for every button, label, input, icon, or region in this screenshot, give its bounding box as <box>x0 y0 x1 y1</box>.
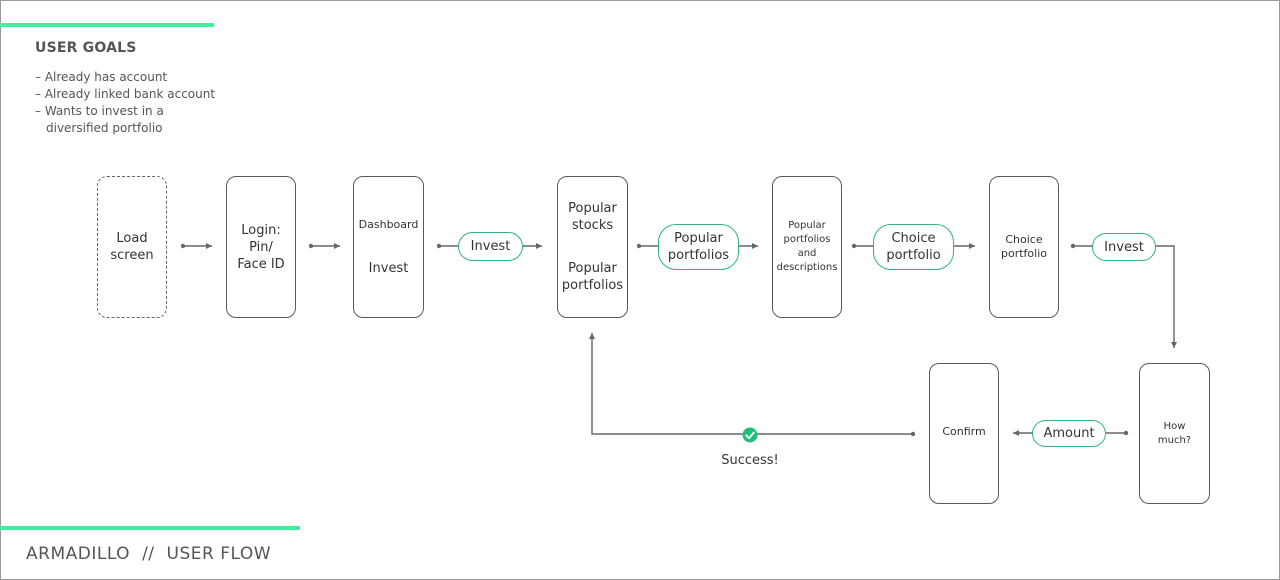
screen-label: screen <box>110 248 154 263</box>
screen-choice-portfolio: Choice portfolio <box>989 176 1059 318</box>
screen-label: and <box>797 248 817 259</box>
screen-label: Face ID <box>237 256 285 272</box>
action-label: Popular <box>674 231 723 246</box>
screen-label: Load <box>116 231 148 246</box>
footer-subtitle: USER FLOW <box>166 544 272 564</box>
screen-label: much? <box>1157 434 1192 446</box>
user-goal-item: – Already linked bank account <box>35 87 216 101</box>
connector-confirm-to-popular <box>589 333 913 435</box>
screen-label: Choice <box>1005 233 1043 246</box>
connector-dot <box>308 243 314 249</box>
user-goals-title: USER GOALS <box>35 40 137 56</box>
top-accent-bar <box>0 23 214 27</box>
action-popular-portfolios-pill: Popular portfolios <box>658 224 739 270</box>
user-goal-item: – Already has account <box>35 70 168 84</box>
success-label: Success! <box>721 453 779 468</box>
action-invest-pill: Invest <box>1092 233 1156 261</box>
bottom-accent-bar <box>0 526 300 530</box>
connector-dot <box>436 243 442 249</box>
screen-label: How <box>1163 420 1186 432</box>
footer-separator: // <box>142 544 155 564</box>
screen-dashboard: Dashboard Invest <box>353 176 424 318</box>
screen-how-much: How much? <box>1139 363 1210 504</box>
action-label: Amount <box>1043 426 1095 441</box>
connector-dot <box>1123 430 1129 436</box>
screen-label: Confirm <box>942 425 986 438</box>
footer-title: ARMADILLO // USER FLOW <box>26 544 271 564</box>
screen-login: Login: Pin/ Face ID <box>226 176 296 318</box>
action-choice-portfolio-pill: Choice portfolio <box>873 224 954 270</box>
brand-name: ARMADILLO <box>26 544 131 564</box>
screen-label: portfolio <box>1001 247 1047 260</box>
screen-load: Load screen <box>97 176 167 318</box>
user-goal-item: diversified portfolio <box>46 121 163 135</box>
action-invest-pill: Invest <box>458 232 523 261</box>
user-goals-list: – Already has account – Already linked b… <box>35 69 215 137</box>
action-label: Invest <box>1104 239 1144 255</box>
screen-label: descriptions <box>776 262 838 273</box>
screen-popular: Popular stocks Popular portfolios <box>557 176 628 318</box>
screen-label: Popular <box>568 261 617 276</box>
action-label: portfolios <box>667 248 730 263</box>
connector-dot <box>851 243 857 249</box>
user-goal-item: – Wants to invest in a <box>35 104 164 118</box>
connector-invest-to-how-much <box>1155 245 1177 348</box>
screen-label: Popular <box>788 220 826 231</box>
connector-dot <box>636 243 642 249</box>
screen-label: stocks <box>571 218 614 233</box>
action-label: portfolio <box>886 248 941 263</box>
success-check-icon <box>742 427 758 443</box>
action-label: Choice <box>891 231 936 246</box>
connector-dot <box>1070 243 1076 249</box>
screen-label: Login: <box>241 222 281 238</box>
screen-confirm: Confirm <box>929 363 999 504</box>
screen-label: Pin/ <box>249 239 273 255</box>
screen-portfolio-descriptions: Popular portfolios and descriptions <box>772 176 842 318</box>
screen-label: portfolios <box>561 278 624 293</box>
screen-label: Popular <box>568 201 617 216</box>
screen-label: Invest <box>368 260 409 276</box>
connector-dot <box>910 431 916 437</box>
action-label: Invest <box>470 239 511 254</box>
action-amount-pill: Amount <box>1032 420 1106 447</box>
connector-dot <box>180 243 186 249</box>
screen-label: Dashboard <box>358 217 419 231</box>
screen-label: portfolios <box>783 234 831 245</box>
